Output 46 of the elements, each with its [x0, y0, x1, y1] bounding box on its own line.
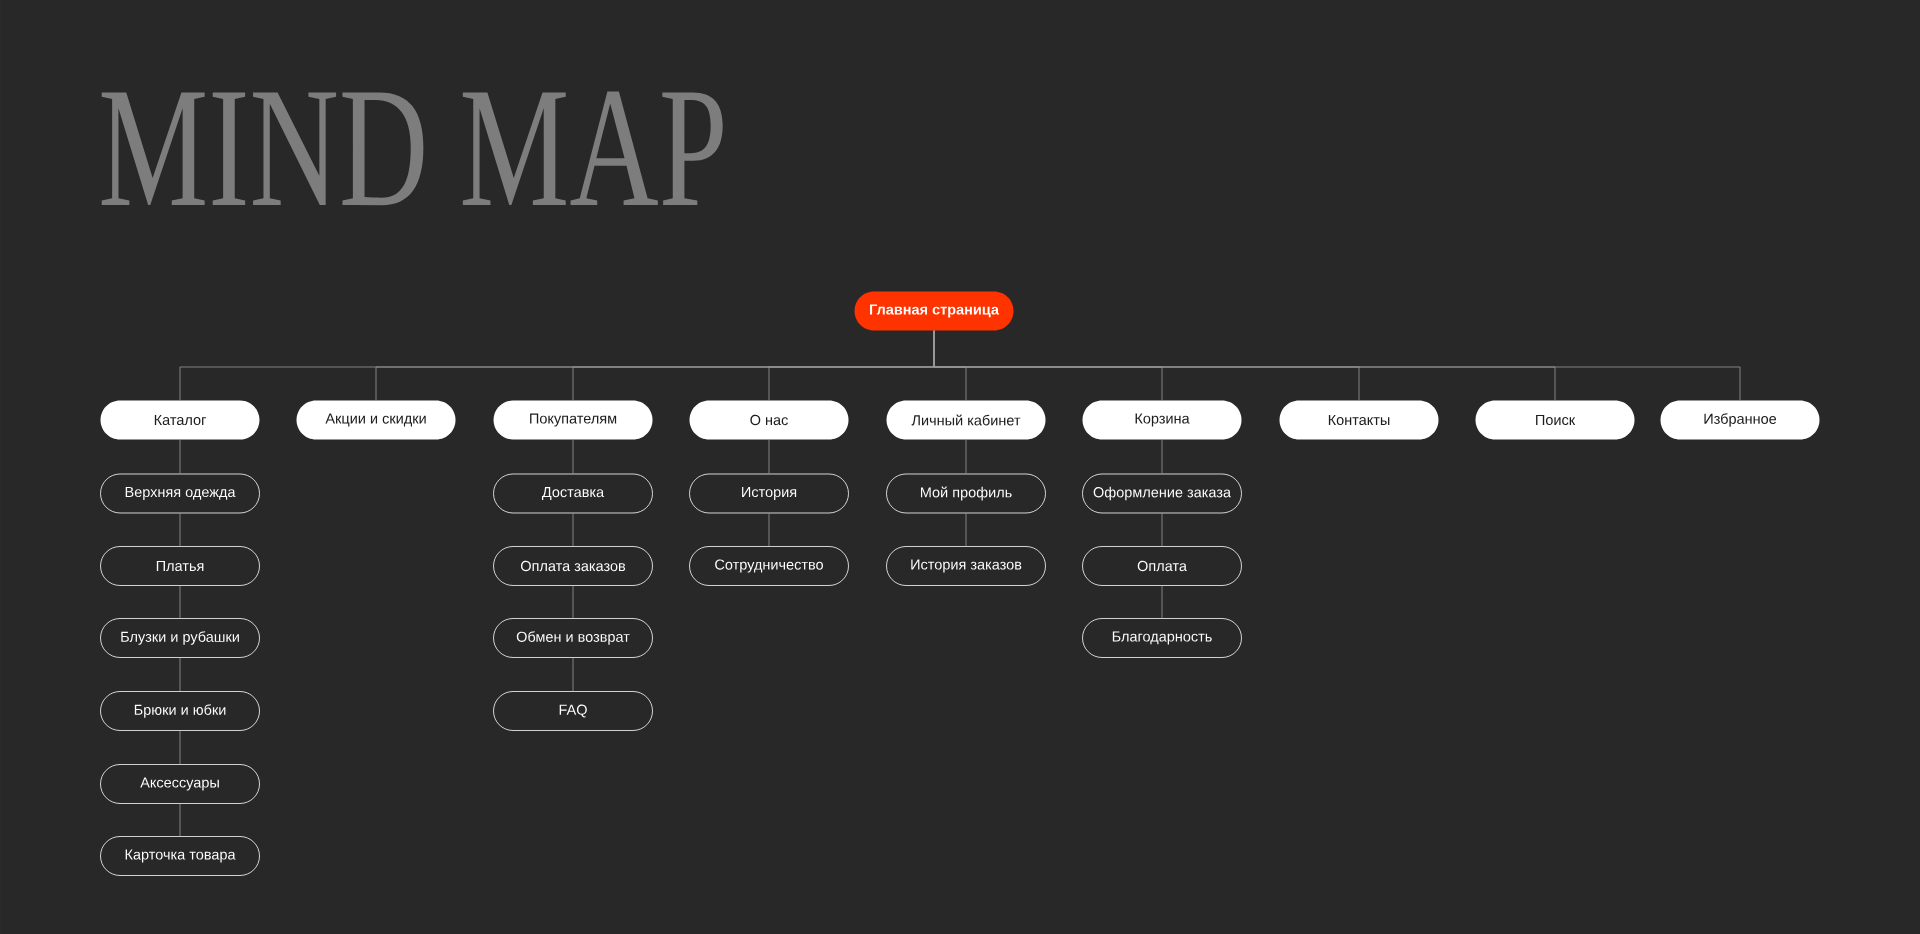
- connector: [572, 657, 574, 692]
- connector: [179, 657, 181, 692]
- section-node: Покупателям: [493, 400, 653, 440]
- section-node: Личный кабинет: [886, 400, 1046, 440]
- subpage-node: Оформление заказа: [1082, 473, 1242, 514]
- subpage-node: История заказов: [886, 546, 1046, 586]
- connector: [768, 513, 770, 547]
- subpage-node: Верхняя одежда: [100, 473, 260, 514]
- subpage-node: Обмен и возврат: [493, 618, 653, 658]
- connector: [965, 439, 967, 474]
- subpage-node: Сотрудничество: [689, 546, 849, 586]
- section-node: Акции и скидки: [296, 400, 456, 440]
- subpage-node: FAQ: [493, 691, 653, 731]
- connector: [1161, 439, 1163, 474]
- connector: [933, 330, 1741, 401]
- subpage-node: История: [689, 473, 849, 514]
- subpage-node: Оплата заказов: [493, 546, 653, 586]
- subpage-node: Брюки и юбки: [100, 691, 260, 731]
- connector: [572, 439, 574, 474]
- section-node: Поиск: [1475, 400, 1635, 440]
- connector: [179, 803, 181, 837]
- subpage-node: Благодарность: [1082, 618, 1242, 658]
- section-node: Корзина: [1082, 400, 1242, 440]
- subpage-node: Платья: [100, 546, 260, 586]
- subpage-node: Доставка: [493, 473, 653, 514]
- connector: [179, 585, 181, 619]
- connector: [179, 439, 181, 474]
- connector: [965, 513, 967, 547]
- connector: [572, 513, 574, 547]
- subpage-node: Карточка товара: [100, 836, 260, 876]
- subpage-node: Аксессуары: [100, 764, 260, 804]
- connector: [1161, 513, 1163, 547]
- section-node: О нас: [689, 400, 849, 440]
- title: MIND MAP: [101, 91, 723, 206]
- section-node: Избранное: [1660, 400, 1820, 440]
- subpage-node: Мой профиль: [886, 473, 1046, 514]
- subpage-node: Оплата: [1082, 546, 1242, 586]
- connector: [179, 730, 181, 765]
- section-node: Контакты: [1279, 400, 1439, 440]
- connector: [179, 513, 181, 547]
- connector: [768, 439, 770, 474]
- connector: [1161, 585, 1163, 619]
- connector: [572, 585, 574, 619]
- subpage-node: Блузки и рубашки: [100, 618, 260, 658]
- main-node: Главная страница: [854, 291, 1014, 331]
- section-node: Каталог: [100, 400, 260, 440]
